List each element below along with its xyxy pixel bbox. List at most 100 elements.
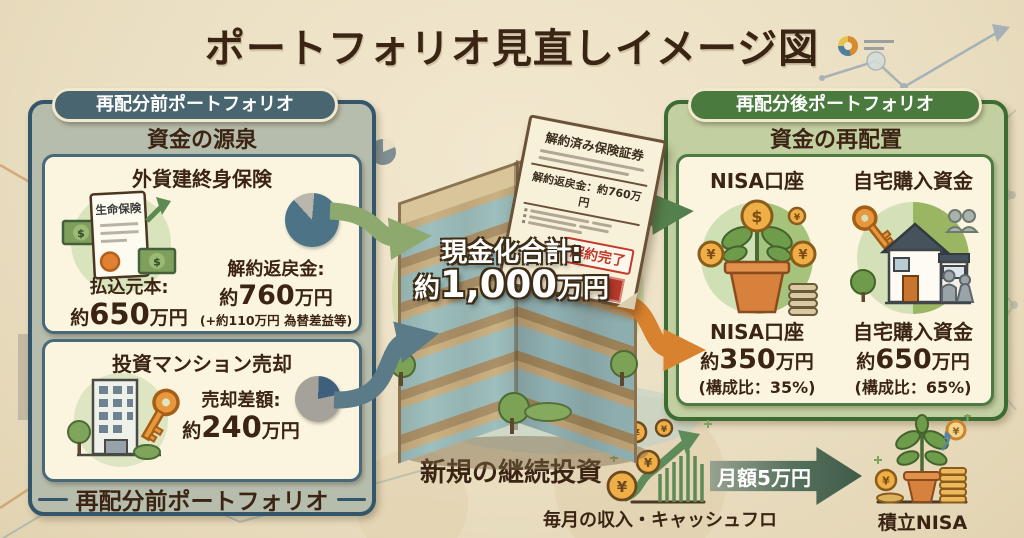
svg-text:¥: ¥: [953, 427, 960, 438]
apartment-building-illustration: [398, 146, 640, 466]
cash-total-text: 現金化合計: 約1,000万円: [404, 240, 619, 303]
principal-label: 払込元本:: [89, 277, 169, 298]
svg-text:¥: ¥: [617, 478, 628, 496]
svg-text:¥: ¥: [661, 425, 668, 435]
refund-label: 解約返戻金:: [227, 259, 325, 280]
tsumitate-nisa-icon: ¥ ¥: [874, 414, 971, 504]
bush-icon: [133, 444, 161, 460]
nisa-plant-icon: $ ¥ ¥ ¥: [697, 199, 818, 316]
text-line-decoration: [864, 47, 884, 50]
monthly-amount-label: 月額5万円: [717, 465, 811, 490]
coin-icon: $: [740, 199, 774, 233]
insurance-card-title: 外貨建終身保険: [132, 167, 272, 191]
insurance-card: 外貨建終身保険 $ 生命保険: [42, 154, 362, 334]
dish-icon: [876, 492, 904, 504]
refund-block: 解約返戻金: 約760万円 (+約110万円 為替差益等): [195, 255, 357, 329]
before-footer-label: 再配分前ポートフォリオ: [75, 489, 329, 515]
reallocation-card: NISA口座: [676, 154, 994, 406]
coin-icon: ¥: [635, 449, 661, 475]
tree-trunk: [510, 418, 514, 434]
cashflow-caption: 毎月の収入・キャッシュフロー: [543, 510, 777, 538]
home-bottom-label: 自宅購入資金: [853, 320, 973, 344]
bush-icon: [524, 402, 572, 422]
coin-icon: ¥: [789, 240, 817, 268]
svg-text:¥: ¥: [798, 248, 807, 263]
cash-total-label: 現金化合計:: [441, 238, 582, 268]
before-panel-heading: 資金の源泉: [146, 128, 257, 153]
nisa-column: NISA口座: [679, 159, 835, 398]
before-panel-footer: 再配分前ポートフォリオ: [38, 482, 366, 516]
seal-icon: [99, 251, 121, 272]
after-panel-heading: 資金の再配置: [769, 128, 902, 153]
footer-dash: [38, 497, 68, 501]
coin-icon: ¥: [654, 418, 674, 438]
dollar-glyph: $: [153, 256, 161, 269]
coin-icon: ¥: [874, 468, 898, 492]
sale-card-title: 投資マンション売却: [112, 352, 292, 376]
sale-diff-block: 売却差額: 約240万円: [181, 386, 301, 443]
before-portfolio-pill: 再配分前ポートフォリオ: [52, 88, 338, 122]
svg-text:¥: ¥: [706, 248, 715, 263]
dollar-glyph: $: [77, 227, 85, 240]
coin-icon: ¥: [697, 240, 725, 268]
page-title: ポートフォリオ見直しイメージ図: [204, 26, 820, 72]
nisa-bottom-label: NISA口座: [709, 320, 805, 344]
before-portfolio-panel: 資金の源泉 外貨建終身保険 $ 生命保険: [28, 100, 376, 516]
building-left-face: [398, 184, 519, 464]
tsumitate-caption: 積立NISA: [877, 512, 968, 534]
pie-chart-icon-sale: [295, 376, 341, 422]
key-icon: [140, 388, 180, 443]
insurance-doc-icon: $ 生命保険 $: [61, 190, 177, 293]
sparkle-icon: [610, 420, 712, 462]
building-corner-edge: [514, 162, 518, 430]
after-portfolio-pill: 再配分後ポートフォリオ: [688, 88, 982, 122]
mini-family-icon: [944, 209, 980, 233]
home-column: 自宅購入資金: [835, 159, 991, 398]
coin-stack-icon: [939, 467, 967, 504]
key-icon: [852, 205, 895, 251]
house-window: [893, 257, 910, 272]
coin-icon: ¥: [606, 470, 638, 502]
sale-diff-label: 売却差額:: [201, 390, 281, 411]
tree-icon: [610, 350, 638, 378]
tree-icon: [67, 420, 91, 454]
home-top-label: 自宅購入資金: [853, 169, 973, 193]
growth-arrow-icon: [145, 197, 171, 223]
coin-stack-icon: [788, 283, 818, 316]
doc-label: 生命保険: [95, 201, 142, 217]
tower-windows: [99, 386, 133, 433]
pie-chart-icon-insurance: [285, 193, 339, 247]
circle-decoration: [356, 449, 468, 538]
nisa-top-label: NISA口座: [709, 169, 805, 193]
building-sale-icon: [67, 373, 180, 467]
tree-icon: [390, 352, 416, 378]
money-bill-icon: $: [61, 219, 101, 246]
coin-icon: ¥: [787, 206, 807, 226]
folded-corner: [616, 288, 638, 310]
after-portfolio-panel: 資金の再配置 NISA口座: [664, 100, 1008, 421]
text-line-decoration: [864, 40, 894, 43]
tower-entrance: [104, 439, 128, 455]
svg-text:¥: ¥: [882, 475, 890, 488]
life-insurance-document: 生命保険: [89, 190, 150, 280]
money-bill-icon: $: [137, 247, 177, 275]
refund-note: (+約110万円 為替差益等): [199, 313, 353, 329]
tree-trunk: [620, 372, 624, 386]
bar-sticks: [658, 450, 704, 502]
svg-text:¥: ¥: [794, 213, 801, 223]
tree-icon: [850, 269, 876, 302]
pie-decoration: [370, 139, 396, 165]
home-ratio: (構成比：65%): [854, 378, 972, 398]
svg-text:¥: ¥: [644, 456, 653, 470]
tree-trunk: [399, 372, 403, 386]
coin-icon: ¥: [945, 419, 967, 441]
home-purchase-icon: [850, 202, 980, 314]
new-investment-label: 新規の継続投資: [420, 458, 603, 488]
principal-block: 払込元本: 約650万円: [49, 273, 209, 330]
family-figures: [941, 269, 975, 303]
svg-text:$: $: [751, 207, 762, 226]
nisa-ratio: (構成比：35%): [698, 378, 816, 398]
house-door: [902, 275, 919, 303]
apartment-sale-card: 投資マンション売却: [42, 339, 362, 482]
